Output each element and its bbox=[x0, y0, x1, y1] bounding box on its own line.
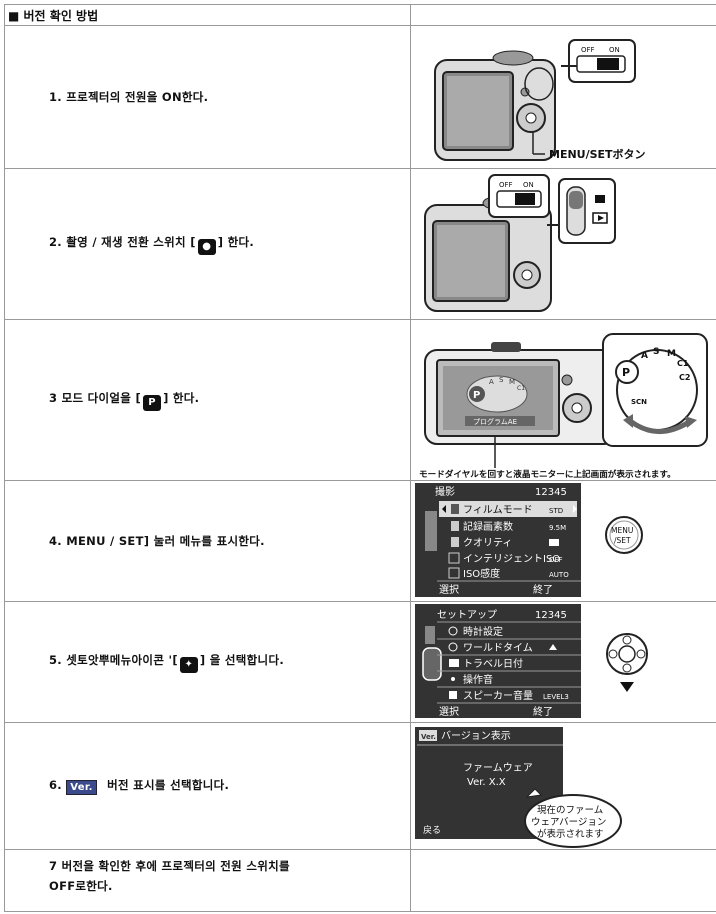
step-4-text: 4. MENU / SET] 눌러 메뉴를 표시한다. bbox=[4, 480, 411, 602]
menu2-title: セットアップ bbox=[437, 609, 497, 621]
menu1-footer-select: 選択 bbox=[439, 583, 459, 596]
menu2-item-world-time[interactable]: ワールドタイム bbox=[463, 642, 533, 654]
menu2-footer-select: 選択 bbox=[439, 705, 459, 718]
menu1-pages: 12345 bbox=[535, 487, 567, 498]
menu1-item-quality[interactable]: クオリティ bbox=[463, 537, 512, 549]
table-title: ■ 버전 확인 방법 bbox=[4, 4, 411, 26]
step-6-text: 6. Ver. 버전 표시를 선택합니다. bbox=[4, 722, 411, 850]
svg-text:が表示されます: が表示されます bbox=[537, 828, 604, 840]
svg-text:/SET: /SET bbox=[614, 536, 631, 545]
ver-screen-badge: Ver. bbox=[421, 733, 436, 741]
menu-set-button-callout: MENU/SETボタン bbox=[549, 147, 646, 161]
camera-icon: ● bbox=[197, 238, 216, 255]
ver-screen-back: 戻る bbox=[423, 824, 441, 836]
switch-on-label: ON bbox=[609, 46, 620, 54]
svg-text:C2: C2 bbox=[679, 373, 690, 382]
svg-text:MENU: MENU bbox=[611, 526, 633, 535]
callout-bubble bbox=[524, 794, 622, 848]
figure-setup-menu: セットアップ 12345 時計設定 ワールドタイム トラベル日付 操作音 bbox=[410, 601, 716, 723]
step-2-text: 2. 촬영 / 재생 전환 스위치 [●] 한다. bbox=[4, 168, 411, 320]
menu2-item-clock[interactable]: 時計設定 bbox=[463, 625, 503, 638]
menu1-item-film-mode[interactable]: フィルムモード bbox=[463, 504, 533, 516]
step-1-text: 1. 프로젝터의 전원을 ON한다. bbox=[4, 25, 411, 169]
svg-text:S: S bbox=[499, 376, 504, 384]
menu2-pages: 12345 bbox=[535, 610, 567, 621]
menu1-item-intelligent-iso[interactable]: インテリジェントISO bbox=[463, 554, 560, 565]
figure-mode-switch: OFF ON bbox=[410, 168, 716, 320]
figure-mode-dial: P A S M C1 プログラムAE P A bbox=[410, 319, 716, 481]
dial-letter-p: P bbox=[473, 390, 480, 401]
step-3-text: 3 모드 다이얼을 [P] 한다. bbox=[4, 319, 411, 481]
version-check-table: ■ 버전 확인 방법 1. 프로젝터의 전원을 ON한다. bbox=[4, 4, 716, 912]
version-icon: Ver. bbox=[66, 780, 97, 795]
menu2-item-speaker-volume[interactable]: スピーカー音量 bbox=[463, 689, 533, 702]
svg-text:M: M bbox=[667, 349, 676, 359]
program-mode-icon: P bbox=[143, 394, 162, 411]
svg-text:A: A bbox=[641, 351, 648, 361]
menu1-item-iso[interactable]: ISO感度 bbox=[463, 567, 500, 580]
menu1-footer-exit: 終了 bbox=[533, 583, 553, 596]
svg-text:SCN: SCN bbox=[631, 398, 647, 406]
screen-mode-label: プログラムAE bbox=[473, 417, 517, 426]
svg-text:ウェアバージョン: ウェアバージョン bbox=[531, 817, 606, 828]
svg-text:OFF: OFF bbox=[549, 556, 563, 564]
camera-mode-icon bbox=[595, 195, 605, 203]
menu2-footer-exit: 終了 bbox=[533, 705, 553, 718]
figure-version-screen: Ver. バージョン表示 ファームウェア Ver. X.X 戻る 現在のファーム… bbox=[410, 722, 716, 850]
step-5-text: 5. 셋토앗뿌메뉴아이콘 '[✦] 을 선택합니다. bbox=[4, 601, 411, 723]
menu2-item-travel-date[interactable]: トラベル日付 bbox=[463, 657, 523, 670]
svg-text:P: P bbox=[622, 366, 630, 379]
svg-text:現在のファーム: 現在のファーム bbox=[537, 804, 603, 816]
svg-text:C1: C1 bbox=[677, 359, 689, 368]
switch-off-label: OFF bbox=[581, 46, 595, 54]
svg-text:M: M bbox=[509, 378, 515, 386]
menu1-title: 撮影 bbox=[435, 485, 455, 498]
svg-text:LEVEL3: LEVEL3 bbox=[543, 693, 569, 701]
mode-dial-caption: モードダイヤルを回すと液晶モニターに上記画面が表示されます。 bbox=[419, 468, 676, 480]
svg-text:C1: C1 bbox=[517, 385, 525, 392]
firmware-version: Ver. X.X bbox=[467, 777, 506, 788]
firmware-label: ファームウェア bbox=[463, 762, 533, 774]
switch-off-label-2: OFF bbox=[499, 181, 513, 189]
ver-screen-title: バージョン表示 bbox=[441, 729, 511, 742]
figure-camera-power: OFF ON MENU/SETボタン bbox=[410, 25, 716, 169]
down-arrow-icon bbox=[620, 682, 634, 692]
wrench-icon: ✦ bbox=[179, 656, 198, 673]
svg-text:S: S bbox=[653, 347, 659, 357]
svg-text:STD: STD bbox=[549, 507, 563, 515]
svg-text:AUTO: AUTO bbox=[549, 571, 569, 579]
svg-text:A: A bbox=[489, 378, 494, 386]
svg-text:9.5M: 9.5M bbox=[549, 524, 566, 532]
menu1-item-resolution[interactable]: 記録画素数 bbox=[463, 520, 513, 533]
menu2-item-beep[interactable]: 操作音 bbox=[463, 673, 493, 686]
menu-set-button[interactable] bbox=[605, 516, 643, 554]
figure-shooting-menu: 撮影 12345 フィルムモード STD 記録画素数 9.5M クオリティ イン… bbox=[410, 480, 716, 602]
switch-on-label-2: ON bbox=[523, 181, 534, 189]
